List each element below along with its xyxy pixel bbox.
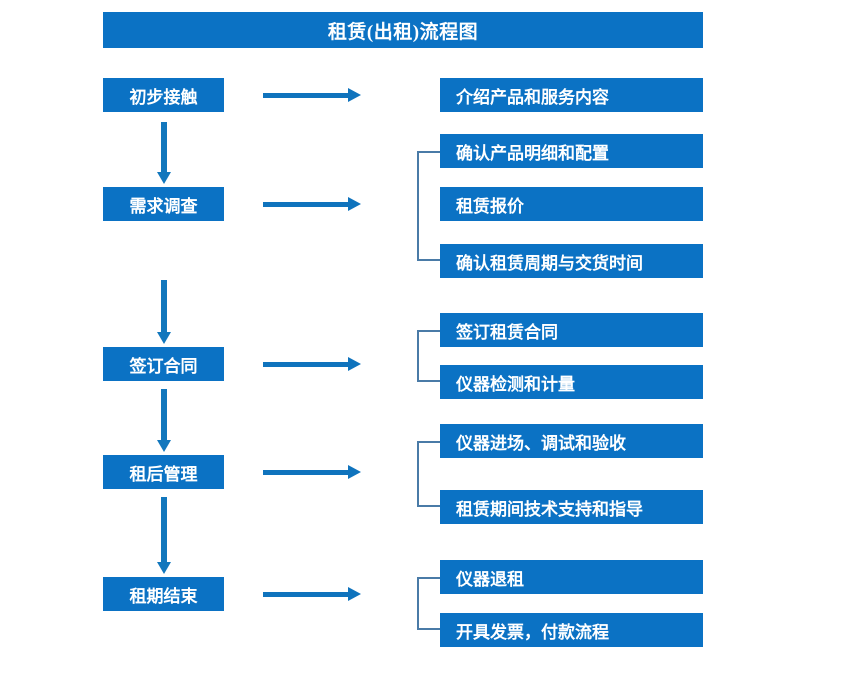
detail-arrow-right-4 <box>263 465 361 479</box>
arrow-shaft <box>263 93 349 98</box>
flow-arrow-down-4 <box>157 497 171 574</box>
arrow-head <box>348 88 361 102</box>
arrow-shaft <box>161 497 167 563</box>
arrow-shaft <box>161 280 167 333</box>
detail-box-2[interactable]: 确认产品明细和配置 <box>440 134 703 168</box>
detail-arrow-right-1 <box>263 88 361 102</box>
arrow-shaft <box>263 202 349 207</box>
page-title: 租赁(出租)流程图 <box>103 12 703 48</box>
group-bracket-5 <box>417 577 440 630</box>
detail-box-10[interactable]: 开具发票，付款流程 <box>440 613 703 647</box>
detail-arrow-right-5 <box>263 587 361 601</box>
flow-arrow-down-2 <box>157 280 171 344</box>
flow-arrow-down-3 <box>157 389 171 452</box>
flow-arrow-down-1 <box>157 122 171 184</box>
detail-box-5[interactable]: 签订租赁合同 <box>440 313 703 347</box>
arrow-shaft <box>263 592 349 597</box>
arrow-head <box>348 357 361 371</box>
arrow-shaft <box>263 470 349 475</box>
arrow-head <box>157 172 171 184</box>
group-bracket-4 <box>417 441 440 507</box>
detail-box-3[interactable]: 租赁报价 <box>440 187 703 221</box>
detail-box-1[interactable]: 介绍产品和服务内容 <box>440 78 703 112</box>
detail-box-9[interactable]: 仪器退租 <box>440 560 703 594</box>
arrow-head <box>348 465 361 479</box>
arrow-shaft <box>263 362 349 367</box>
arrow-head <box>157 332 171 344</box>
detail-box-7[interactable]: 仪器进场、调试和验收 <box>440 424 703 458</box>
detail-arrow-right-3 <box>263 357 361 371</box>
arrow-head <box>157 440 171 452</box>
group-bracket-3 <box>417 330 440 382</box>
stage-box-4[interactable]: 租后管理 <box>103 455 224 489</box>
arrow-shaft <box>161 389 167 441</box>
detail-box-4[interactable]: 确认租赁周期与交货时间 <box>440 244 703 278</box>
stage-box-1[interactable]: 初步接触 <box>103 78 224 112</box>
arrow-head <box>157 562 171 574</box>
arrow-shaft <box>161 122 167 173</box>
stage-box-3[interactable]: 签订合同 <box>103 347 224 381</box>
detail-arrow-right-2 <box>263 197 361 211</box>
group-bracket-2 <box>417 151 440 261</box>
detail-box-6[interactable]: 仪器检测和计量 <box>440 365 703 399</box>
arrow-head <box>348 197 361 211</box>
detail-box-8[interactable]: 租赁期间技术支持和指导 <box>440 490 703 524</box>
arrow-head <box>348 587 361 601</box>
stage-box-2[interactable]: 需求调查 <box>103 187 224 221</box>
stage-box-5[interactable]: 租期结束 <box>103 577 224 611</box>
